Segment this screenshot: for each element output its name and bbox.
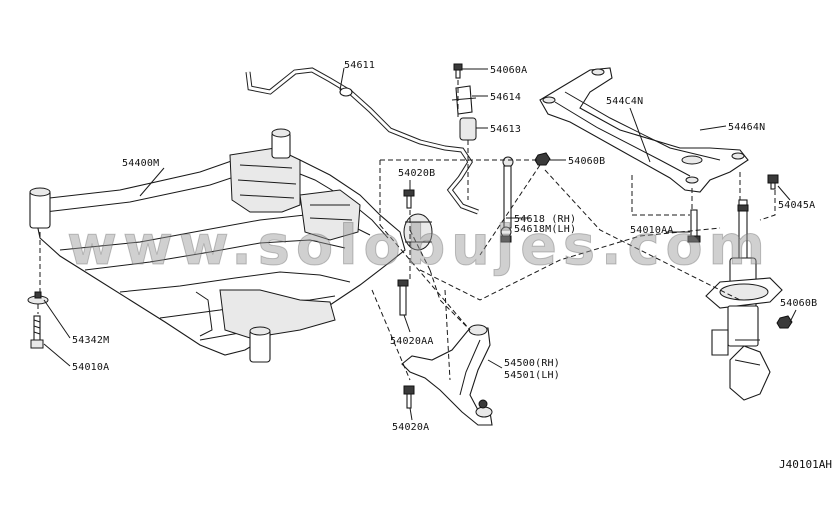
label-54501-lh: 54501(LH) <box>504 370 560 381</box>
label-544C4N: 544C4N <box>606 96 643 107</box>
transverse-link <box>401 324 493 426</box>
label-54464N: 54464N <box>728 122 765 133</box>
washer-54464N <box>681 155 703 165</box>
stabilizer-bar <box>245 67 479 215</box>
bolt-54010AA <box>687 209 701 243</box>
bolt-54020AA <box>397 279 409 316</box>
leader-lines <box>43 67 797 421</box>
label-54614: 54614 <box>490 92 521 103</box>
front-subframe <box>29 128 406 363</box>
label-54613: 54613 <box>490 124 521 135</box>
label-54010AA: 54010AA <box>630 225 674 236</box>
label-54060B-top: 54060B <box>568 156 605 167</box>
bolt-54060A <box>453 63 463 79</box>
label-54045A: 54045A <box>778 200 815 211</box>
stabilizer-link <box>500 156 514 243</box>
stabilizer-clamp-54614 <box>451 85 477 115</box>
label-54342M: 54342M <box>72 335 109 346</box>
stabilizer-bushing-54613 <box>459 117 477 141</box>
label-54618-rh: 54618 (RH) <box>514 214 576 225</box>
diagram-code: J40101AH <box>779 458 832 471</box>
label-54020A: 54020A <box>392 422 429 433</box>
label-54611: 54611 <box>344 60 375 71</box>
bolt-54010A <box>30 315 44 349</box>
label-54618M-lh: 54618M(LH) <box>514 224 576 235</box>
assembly-lines <box>37 80 776 381</box>
bolt-54060B-right <box>776 315 793 329</box>
washer-54342M <box>27 291 49 305</box>
label-54500-rh: 54500(RH) <box>504 358 560 369</box>
bolt-54020B <box>403 189 415 209</box>
label-54020B: 54020B <box>398 168 435 179</box>
ball-joint <box>403 213 433 251</box>
bolt-54020A <box>403 385 415 409</box>
part-labels: 54611 54060A 54614 54613 544C4N 54464N 5… <box>72 60 817 433</box>
label-54010A: 54010A <box>72 362 109 373</box>
bolt-54045A <box>767 174 779 190</box>
label-54060B-right: 54060B <box>780 298 817 309</box>
strut-assembly <box>705 199 783 401</box>
label-54020AA: 54020AA <box>390 336 434 347</box>
rear-member-544C4N <box>539 67 749 193</box>
nut-54060B-top <box>534 152 551 166</box>
label-54400M: 54400M <box>122 158 159 169</box>
label-54060A: 54060A <box>490 65 527 76</box>
